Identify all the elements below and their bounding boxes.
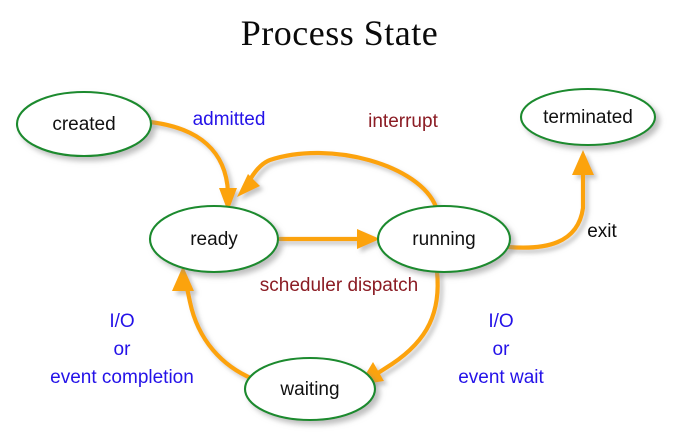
edge-io-event-wait-path xyxy=(375,268,440,376)
node-terminated-shape xyxy=(519,87,657,147)
edge-exit xyxy=(505,150,594,250)
node-running[interactable]: running xyxy=(376,204,512,274)
node-ready-label: ready xyxy=(190,229,238,250)
node-ready[interactable]: ready xyxy=(148,204,280,274)
edge-interrupt-arrowhead xyxy=(237,174,260,197)
label-io-left-line3: event completion xyxy=(50,367,194,388)
edge-interrupt-path xyxy=(248,150,439,210)
node-ready-shape xyxy=(148,204,280,274)
label-io-right-line2: or xyxy=(493,339,511,360)
edge-io-event-completion-arrowhead xyxy=(172,266,194,291)
label-exit: exit xyxy=(587,221,617,242)
edge-io-event-completion xyxy=(172,266,256,382)
node-created-shape xyxy=(15,90,153,158)
edge-interrupt xyxy=(237,150,439,210)
node-terminated-label: terminated xyxy=(543,107,633,128)
node-waiting-shape xyxy=(243,356,377,422)
node-terminated[interactable]: terminated xyxy=(519,87,657,147)
edge-admitted xyxy=(147,119,237,212)
edge-io-event-completion-path xyxy=(184,285,256,382)
edge-exit-arrowhead xyxy=(572,150,594,175)
page-title: Process State xyxy=(240,13,439,53)
label-admitted: admitted xyxy=(193,109,266,130)
label-io-right-line3: event wait xyxy=(458,367,544,388)
edge-scheduler-dispatch xyxy=(277,229,380,249)
edge-admitted-arrowhead xyxy=(219,188,237,212)
label-io-right-line1: I/O xyxy=(488,311,513,332)
node-waiting-label: waiting xyxy=(279,379,339,400)
node-waiting[interactable]: waiting xyxy=(243,356,377,422)
node-running-shape xyxy=(376,204,512,274)
edge-scheduler-dispatch-arrowhead xyxy=(357,229,380,249)
label-scheduler-dispatch: scheduler dispatch xyxy=(260,275,418,296)
edge-admitted-path xyxy=(147,119,231,195)
node-created[interactable]: created xyxy=(15,90,153,158)
label-io-left-line1: I/O xyxy=(109,311,134,332)
node-running-label: running xyxy=(412,229,475,250)
label-interrupt: interrupt xyxy=(368,111,438,132)
node-created-label: created xyxy=(52,114,115,135)
edge-exit-path xyxy=(505,169,586,250)
label-io-left-line2: or xyxy=(114,339,132,360)
